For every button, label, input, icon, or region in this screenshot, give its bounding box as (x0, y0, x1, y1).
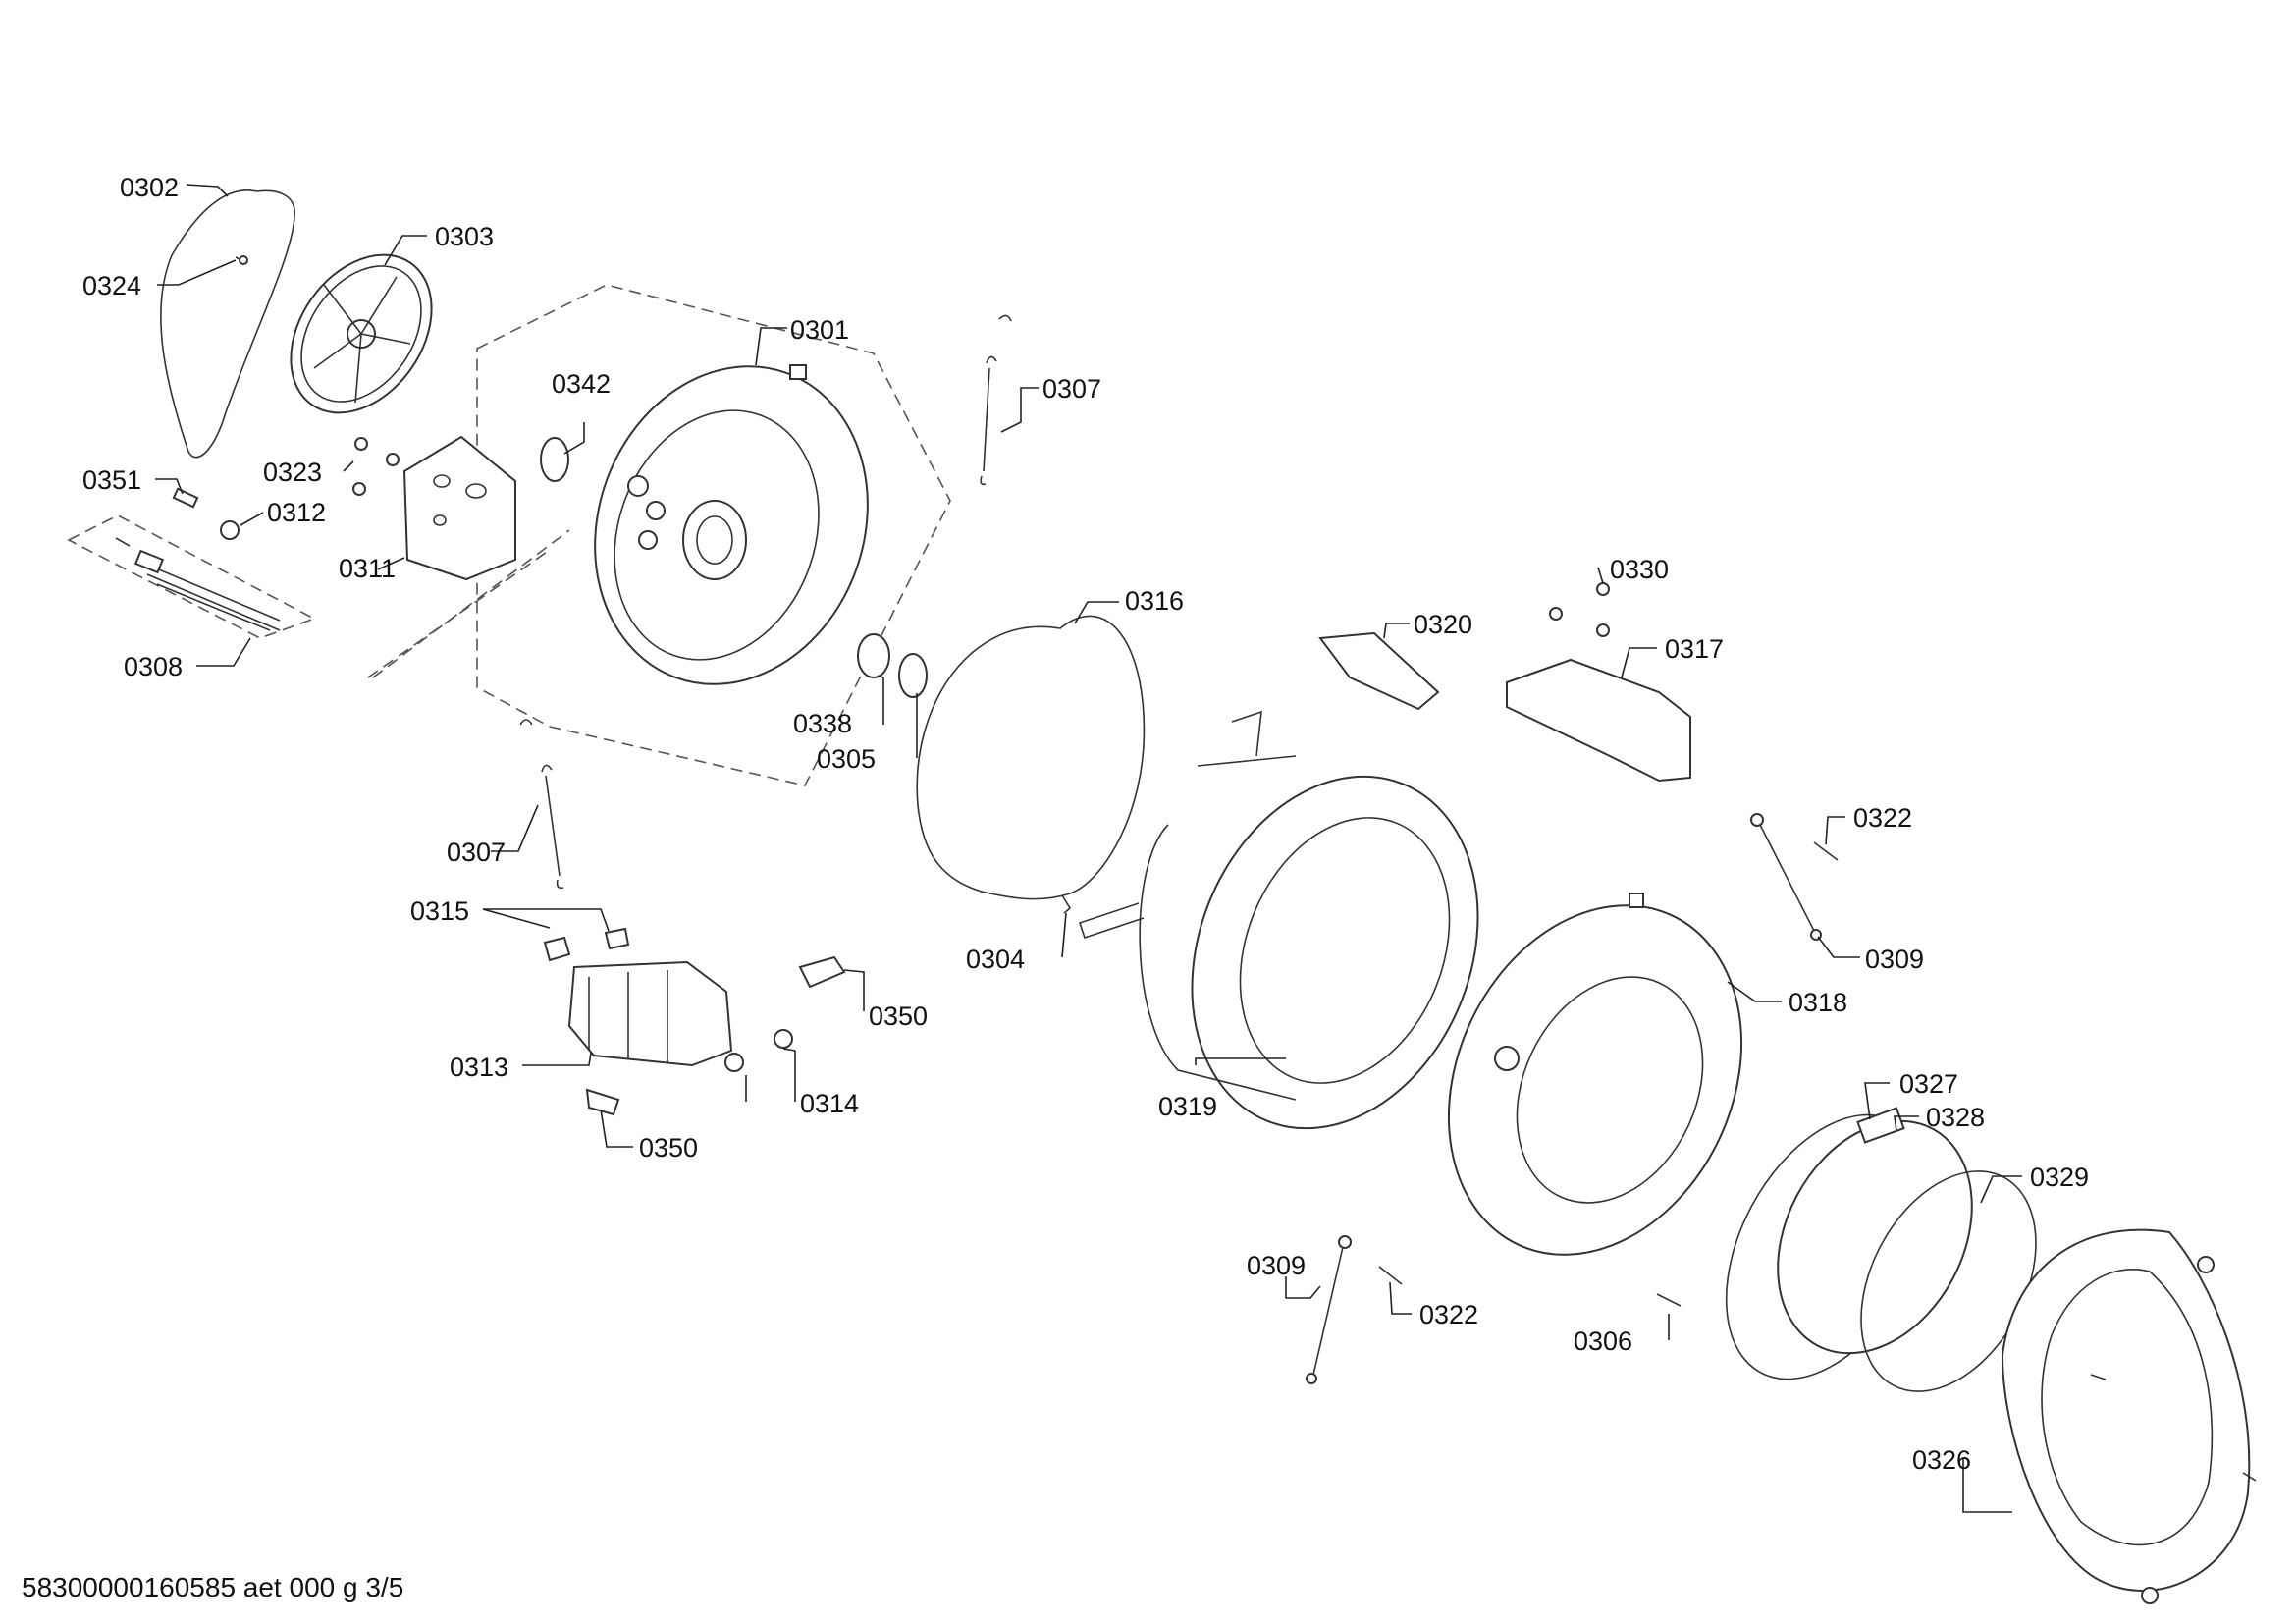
label-0338: 0338 (793, 709, 852, 738)
screws-0330 (1549, 582, 1610, 637)
counterweight-block (402, 435, 516, 581)
tub-ring-seal (916, 615, 1146, 900)
label-0320: 0320 (1414, 610, 1472, 639)
pin-0322-lower (1378, 1266, 1403, 1285)
screws-0323 (352, 437, 400, 496)
bearing-0342 (540, 437, 569, 482)
label-0322-lower: 0322 (1419, 1300, 1478, 1329)
label-0329: 0329 (2030, 1163, 2089, 1192)
motor-pins (543, 927, 630, 962)
door-bellows (1777, 1119, 1973, 1355)
drive-belt (160, 189, 295, 459)
label-0307-upper: 0307 (1042, 374, 1101, 404)
screw-0351 (172, 487, 199, 509)
label-0326: 0326 (1912, 1445, 1971, 1475)
label-0323: 0323 (263, 458, 322, 487)
clamp-0304 (1061, 894, 1072, 914)
label-0301: 0301 (790, 315, 849, 345)
pin-0322-upper (1813, 841, 1839, 861)
bushing-0314b (774, 1029, 793, 1049)
pulley-wheel (290, 253, 433, 414)
label-0309-upper: 0309 (1865, 945, 1924, 974)
front-frame (2001, 1228, 2257, 1604)
label-0311: 0311 (339, 554, 396, 583)
carbon-brush-upper (798, 955, 846, 989)
label-0351: 0351 (82, 465, 141, 495)
shock-absorber-lower (1306, 1235, 1352, 1384)
label-0307-lower: 0307 (447, 838, 506, 867)
label-0305: 0305 (817, 744, 876, 774)
part-labels: 0302 0324 0303 0301 0342 0323 0351 0312 … (82, 173, 2089, 1475)
label-0319: 0319 (1158, 1092, 1217, 1121)
label-0330: 0330 (1610, 555, 1669, 584)
label-0324: 0324 (82, 271, 141, 300)
spring-lower (519, 719, 564, 890)
label-0302: 0302 (120, 173, 179, 202)
label-0304: 0304 (966, 945, 1025, 974)
label-0314: 0314 (800, 1089, 859, 1118)
carbon-brush-lower (585, 1088, 620, 1116)
label-0308: 0308 (124, 652, 183, 681)
counterweight-front (1506, 658, 1691, 783)
label-0317: 0317 (1665, 634, 1724, 664)
label-0322-upper: 0322 (1853, 803, 1912, 833)
label-0350-lower: 0350 (639, 1133, 698, 1163)
screw-0306 (1656, 1293, 1682, 1307)
bearing-0338 (857, 633, 890, 678)
label-0309-lower: 0309 (1247, 1251, 1306, 1280)
bolt-0324 (235, 255, 248, 265)
nut-0312 (220, 520, 240, 540)
label-0350-upper: 0350 (869, 1001, 928, 1031)
rear-tub-half (594, 364, 869, 685)
bushing-0314a (724, 1053, 744, 1072)
label-0342: 0342 (552, 369, 611, 399)
label-0327: 0327 (1899, 1069, 1958, 1099)
label-0313: 0313 (450, 1053, 508, 1082)
drawing-reference: 58300000160585 aet 000 g 3/5 (22, 1572, 404, 1602)
drive-motor (567, 960, 733, 1067)
label-0328: 0328 (1926, 1103, 1985, 1132)
lifter-0320 (1318, 631, 1440, 711)
label-0316: 0316 (1125, 586, 1184, 616)
spring-upper (980, 314, 1012, 486)
label-0312: 0312 (267, 498, 326, 527)
label-0315: 0315 (410, 896, 469, 926)
washing-drum (1078, 710, 1479, 1130)
shock-absorber-upper (1750, 813, 1822, 941)
label-0303: 0303 (435, 222, 494, 251)
front-tub-half (1447, 893, 1743, 1256)
leader-lines (155, 184, 2022, 1513)
label-0318: 0318 (1789, 988, 1847, 1017)
assembly-boundaries (67, 284, 951, 786)
label-0306: 0306 (1574, 1326, 1632, 1356)
bellows-tab (1856, 1107, 1905, 1144)
seal-0305 (898, 653, 928, 698)
heating-element (115, 537, 281, 631)
